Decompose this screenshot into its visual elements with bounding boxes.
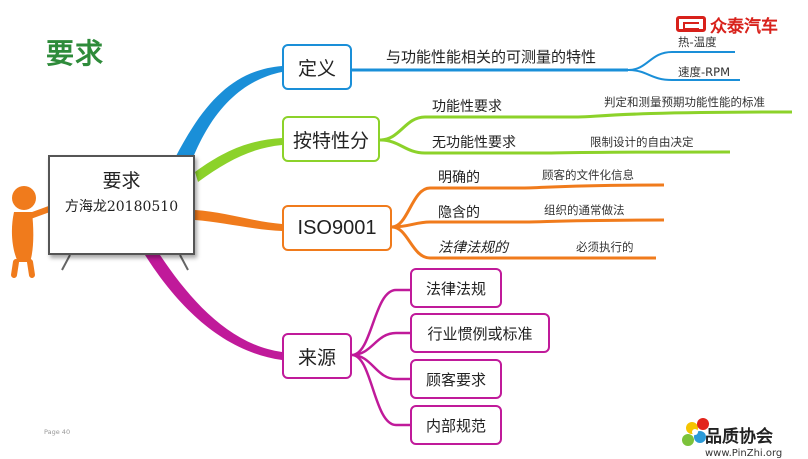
source-item-2-label: 行业惯例或标准: [427, 324, 533, 343]
node-source-label: 来源: [297, 346, 336, 369]
source-fork: [351, 288, 410, 427]
definition-example-1: 热-温度: [678, 35, 717, 49]
iso-note-2: 组织的通常做法: [544, 203, 625, 217]
brand-name: 品质协会: [705, 427, 773, 447]
logo-text: 众泰汽车: [710, 16, 778, 37]
brand-url: www.PinZhi.org: [705, 448, 783, 459]
branch-source-stem: [145, 255, 282, 360]
node-by-nature-label: 按特性分: [292, 129, 369, 152]
page-title: 要求: [46, 37, 105, 70]
node-source[interactable]: 来源: [282, 333, 352, 379]
definition-text: 与功能性能相关的可测量的特性: [386, 48, 597, 66]
source-item-1[interactable]: 法律法规: [410, 268, 502, 308]
source-item-2[interactable]: 行业惯例或标准: [410, 313, 550, 353]
definition-fork: [627, 51, 740, 81]
iso-fork: [391, 183, 665, 260]
center-title: 要求: [102, 170, 141, 192]
source-item-4[interactable]: 内部规范: [410, 405, 502, 445]
iso-item-3: 法律法规的: [438, 240, 508, 256]
branch-iso-stem: [195, 210, 282, 231]
iso-item-2: 隐含的: [438, 205, 480, 221]
brand-block: 品质协会 www.PinZhi.org: [705, 422, 782, 459]
node-iso-label: ISO9001: [297, 216, 377, 239]
node-iso[interactable]: ISO9001: [282, 205, 392, 251]
center-board: [48, 155, 195, 255]
source-item-4-label: 内部规范: [425, 416, 486, 435]
node-definition[interactable]: 定义: [282, 44, 352, 90]
zotye-logo-icon: [676, 16, 706, 32]
branch-nature-stem: [195, 138, 282, 182]
iso-note-1: 顾客的文件化信息: [542, 168, 634, 182]
iso-item-1: 明确的: [438, 170, 480, 186]
source-item-3-label: 顾客要求: [425, 370, 486, 389]
iso-note-3: 必须执行的: [576, 240, 634, 254]
page-number: Page 40: [44, 428, 71, 436]
nature-note-2: 限制设计的自由决定: [590, 135, 694, 149]
board-stand-icon: [61, 254, 189, 271]
zotye-logo: 众泰汽车: [676, 13, 778, 37]
nature-fork: [379, 110, 793, 155]
definition-example-2: 速度-RPM: [678, 65, 730, 79]
branch-definition-stem: [175, 66, 282, 160]
center-subtitle: 方海龙20180510: [64, 199, 179, 215]
nature-item-1: 功能性要求: [432, 99, 502, 115]
source-item-1-label: 法律法规: [425, 279, 486, 298]
nature-note-1: 判定和测量预期功能性能的标准: [604, 95, 765, 109]
node-definition-label: 定义: [297, 57, 336, 80]
nature-item-2: 无功能性要求: [432, 135, 516, 151]
source-item-3[interactable]: 顾客要求: [410, 359, 502, 399]
node-by-nature[interactable]: 按特性分: [282, 116, 380, 162]
